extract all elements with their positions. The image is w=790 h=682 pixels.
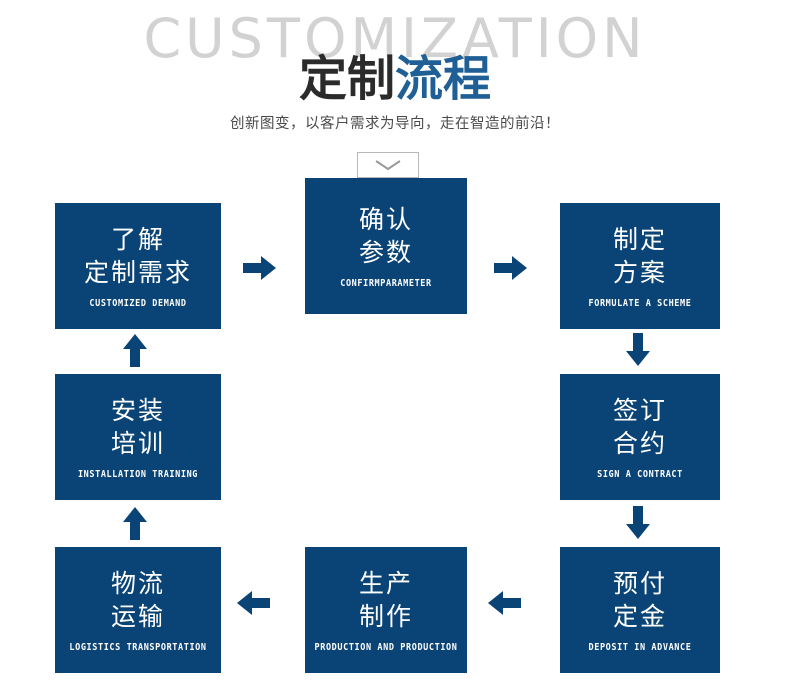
page-header: CUSTOMIZATION 定制流程 创新图变，以客户需求为导向，走在智造的前沿… [0, 0, 790, 150]
step-label-cn-line1: 了解 [110, 225, 165, 254]
step-label-cn: 安装 培训 [111, 395, 165, 461]
step-box-confirm-parameter[interactable]: 确认 参数 CONFIRMPARAMETER [305, 178, 467, 314]
page-title-blue-part: 流程 [395, 53, 492, 106]
step-label-en: PRODUCTION AND PRODUCTION [314, 641, 458, 654]
arrow-right-icon [243, 255, 277, 281]
step-label-cn: 了解 定制需求 [84, 224, 192, 290]
step-box-formulate-scheme[interactable]: 制定 方案 FORMULATE A SCHEME [560, 203, 720, 329]
step-box-sign-contract[interactable]: 签订 合约 SIGN A CONTRACT [560, 374, 720, 500]
step-label-cn-line2: 定制需求 [83, 258, 192, 287]
step-label-cn: 物流 运输 [111, 568, 165, 634]
chevron-down-icon [358, 159, 418, 171]
step-label-cn-line1: 制定 [612, 225, 667, 254]
step-label-en: CUSTOMIZED DEMAND [89, 297, 187, 310]
page-title: 定制流程 [0, 53, 790, 106]
step-label-cn-line2: 合约 [612, 429, 667, 458]
step-label-cn-line1: 安装 [110, 396, 165, 425]
page-subtitle: 创新图变，以客户需求为导向，走在智造的前沿！ [230, 116, 560, 132]
step-label-cn: 制定 方案 [613, 224, 667, 290]
arrow-down-icon [625, 506, 651, 540]
page-title-dark-part: 定制 [298, 53, 395, 106]
step-box-production[interactable]: 生产 制作 PRODUCTION AND PRODUCTION [305, 547, 467, 673]
step-label-cn-line1: 预付 [612, 569, 667, 598]
step-label-en: INSTALLATION TRAINING [77, 468, 199, 481]
step-label-cn: 生产 制作 [359, 568, 413, 634]
arrow-down-icon [625, 333, 651, 367]
step-box-deposit-in-advance[interactable]: 预付 定金 DEPOSIT IN ADVANCE [560, 547, 720, 673]
step-label-cn-line2: 运输 [110, 602, 165, 631]
step-box-logistics-transportation[interactable]: 物流 运输 LOGISTICS TRANSPORTATION [55, 547, 221, 673]
step-label-en: FORMULATE A SCHEME [588, 297, 692, 310]
step-label-cn-line1: 生产 [358, 569, 413, 598]
step-label-cn: 预付 定金 [613, 568, 667, 634]
step-label-cn-line1: 物流 [110, 569, 165, 598]
step-label-cn-line2: 制作 [358, 602, 413, 631]
step-label-en: DEPOSIT IN ADVANCE [588, 641, 692, 654]
arrow-up-icon [122, 333, 148, 367]
step-label-cn-line2: 定金 [612, 602, 667, 631]
chevron-tab[interactable] [357, 152, 419, 178]
step-box-customized-demand[interactable]: 了解 定制需求 CUSTOMIZED DEMAND [55, 203, 221, 329]
arrow-left-icon [487, 590, 521, 616]
step-label-cn: 签订 合约 [613, 395, 667, 461]
watermark-text: CUSTOMIZATION [143, 7, 647, 70]
step-label-cn: 确认 参数 [359, 204, 413, 270]
step-label-en: LOGISTICS TRANSPORTATION [69, 641, 207, 654]
step-label-cn-line1: 签订 [612, 396, 667, 425]
step-label-cn-line2: 培训 [110, 429, 165, 458]
arrow-right-icon [494, 255, 528, 281]
arrow-left-icon [236, 590, 270, 616]
step-label-cn-line2: 参数 [358, 238, 413, 267]
step-box-installation-training[interactable]: 安装 培训 INSTALLATION TRAINING [55, 374, 221, 500]
step-label-cn-line1: 确认 [358, 205, 413, 234]
step-label-cn-line2: 方案 [612, 258, 667, 287]
step-label-en: SIGN A CONTRACT [597, 468, 683, 481]
arrow-up-icon [122, 506, 148, 540]
step-label-en: CONFIRMPARAMETER [340, 277, 432, 290]
